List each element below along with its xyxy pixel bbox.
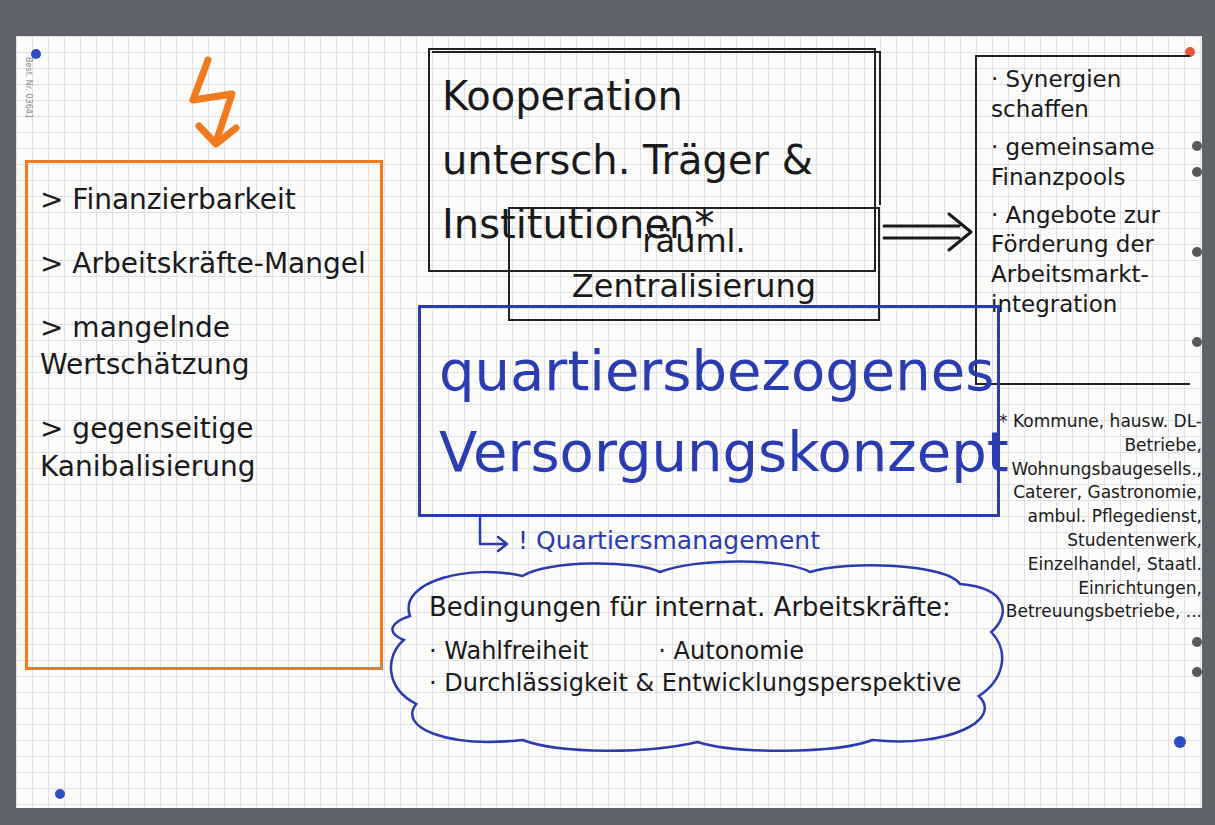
box-text: · gemeinsame Finanzpools bbox=[991, 133, 1184, 193]
benefits-box: · Synergien schaffen · gemeinsame Finanzp… bbox=[975, 55, 1190, 385]
footnote: * Kommune, hausw. DL-Betriebe, Wohnungsb… bbox=[992, 410, 1202, 624]
box-text: > mangelnde Wertschätzung bbox=[40, 309, 366, 385]
punch-hole bbox=[1192, 337, 1202, 347]
pin bbox=[31, 49, 41, 59]
concept-box: quartiersbezogenes Versorgungskonzept bbox=[418, 305, 1000, 517]
box-text: · Wahlfreiheit bbox=[429, 635, 588, 667]
box-text: quartiersbezogenes Versorgungskonzept bbox=[439, 330, 979, 492]
pin bbox=[1174, 736, 1186, 748]
centralisation-box: räuml. Zentralisierung bbox=[508, 207, 880, 321]
pin bbox=[55, 789, 65, 799]
cloud-row: · Wahlfreiheit · Autonomie bbox=[429, 635, 966, 667]
leader-arrow bbox=[480, 518, 507, 551]
lightning-arrowhead bbox=[199, 126, 236, 144]
punch-hole bbox=[1192, 637, 1202, 647]
box-text: > gegenseitige Kanibalisierung bbox=[40, 410, 366, 486]
box-text: · Synergien schaffen bbox=[991, 65, 1184, 125]
punch-hole bbox=[1192, 667, 1202, 677]
punch-hole bbox=[1192, 141, 1202, 151]
punch-hole bbox=[1192, 247, 1202, 257]
box-text: > Arbeitskräfte-Mangel bbox=[40, 245, 366, 283]
order-number: Best. Nr. 03641 bbox=[24, 46, 32, 130]
box-text: · Durchlässigkeit & Entwicklungsperspekt… bbox=[429, 667, 966, 699]
note-text: ! Quartiersmanagement bbox=[518, 525, 878, 558]
box-text: räuml. Zentralisierung bbox=[522, 219, 866, 309]
cloud-heading: Bedingungen für internat. Arbeitskräfte: bbox=[429, 590, 966, 625]
problem-box: > Finanzierbarkeit > Arbeitskräfte-Mangel… bbox=[25, 160, 383, 670]
box-text: > Finanzierbarkeit bbox=[40, 181, 366, 219]
cloud-path bbox=[391, 562, 1003, 751]
double-arrow bbox=[884, 214, 971, 250]
box-text: · Autonomie bbox=[658, 635, 804, 667]
punch-hole bbox=[1192, 167, 1202, 177]
box-text: · Angebote zur Förderung der Arbeitsmark… bbox=[991, 201, 1184, 321]
conditions-cloud: Bedingungen für internat. Arbeitskräfte:… bbox=[385, 556, 1010, 756]
